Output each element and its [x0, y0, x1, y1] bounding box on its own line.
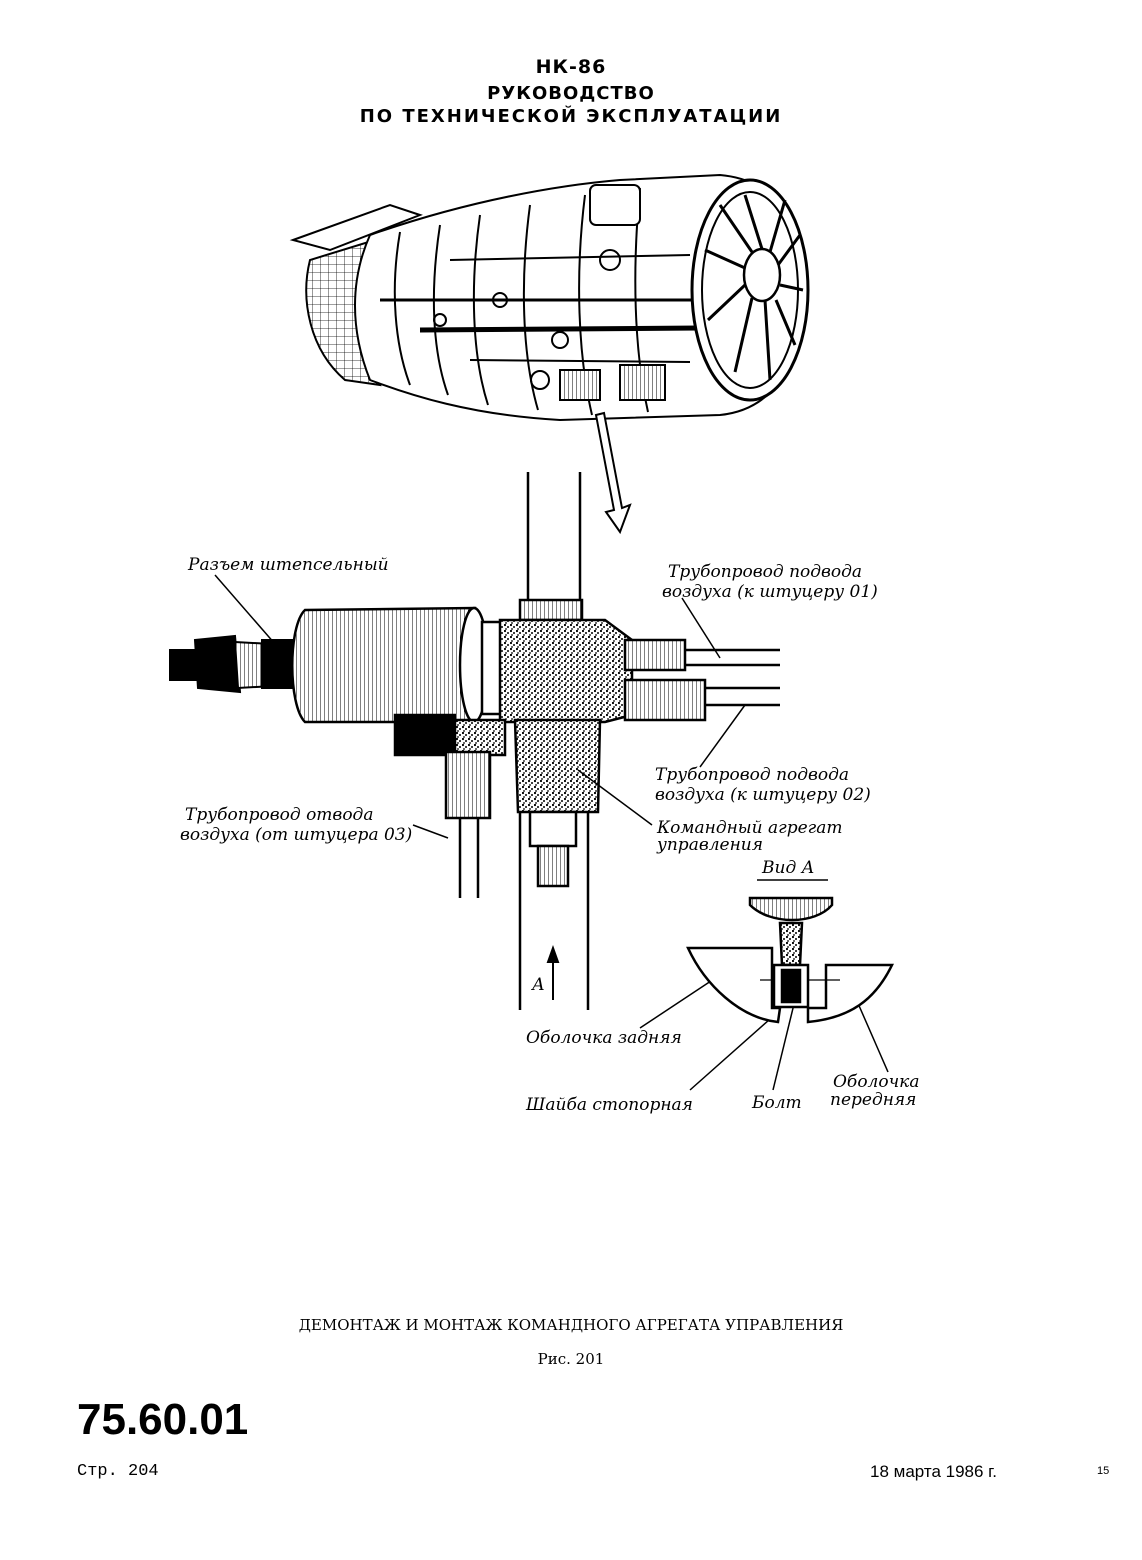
label-exhaust-pipe-03-line2: воздуха (от штуцера 03)	[180, 825, 413, 845]
label-exhaust-pipe-03-line1: Трубопровод отвода	[185, 805, 374, 825]
pointer-arrow	[594, 411, 632, 535]
label-rear-shell: Оболочка задняя	[526, 1028, 682, 1048]
label-supply-pipe-01-line2: воздуха (к штуцеру 01)	[662, 582, 878, 602]
unit-cylinder	[291, 606, 506, 724]
document-title-line2: ПО ТЕХНИЧЕСКОЙ ЭКСПЛУАТАЦИИ	[359, 106, 783, 127]
label-control-unit-line2: управления	[657, 835, 764, 855]
label-arrow-a: А	[532, 975, 545, 995]
figure-title: ДЕМОНТАЖ И МОНТАЖ КОМАНДНОГО АГРЕГАТА УП…	[298, 1316, 844, 1334]
document-number: 75.60.01	[77, 1395, 249, 1444]
label-supply-pipe-02-line2: воздуха (к штуцеру 02)	[655, 785, 871, 805]
label-front-shell-line1: Оболочка	[833, 1072, 920, 1092]
revision-date: 18 марта 1986 г.	[870, 1462, 998, 1481]
view-a-arrow	[546, 945, 560, 1000]
figure-number: Рис. 201	[537, 1350, 605, 1368]
side-fittings	[393, 638, 707, 820]
label-supply-pipe-01-line1: Трубопровод подвода	[668, 562, 863, 582]
document-model: НК-86	[535, 56, 607, 78]
sheet-number: 15	[1097, 1465, 1110, 1477]
pipes	[458, 648, 780, 898]
label-control-unit-line1: Командный агрегат	[657, 818, 843, 838]
label-supply-pipe-02-line1: Трубопровод подвода	[655, 765, 850, 785]
vertical-duct	[518, 472, 590, 1010]
valve-body	[498, 598, 634, 888]
view-a-detail	[686, 896, 894, 1024]
engine-drawing	[289, 173, 810, 422]
document-title-line1: РУКОВОДСТВО	[487, 83, 655, 104]
label-view-a: Вид А	[762, 858, 815, 878]
label-bolt: Болт	[752, 1093, 802, 1113]
label-lock-washer: Шайба стопорная	[526, 1095, 693, 1115]
label-front-shell-line2: передняя	[830, 1090, 917, 1110]
label-connector: Разъем штепсельный	[188, 555, 389, 575]
page-number: Стр. 204	[77, 1462, 159, 1481]
plug-connector	[169, 634, 294, 694]
